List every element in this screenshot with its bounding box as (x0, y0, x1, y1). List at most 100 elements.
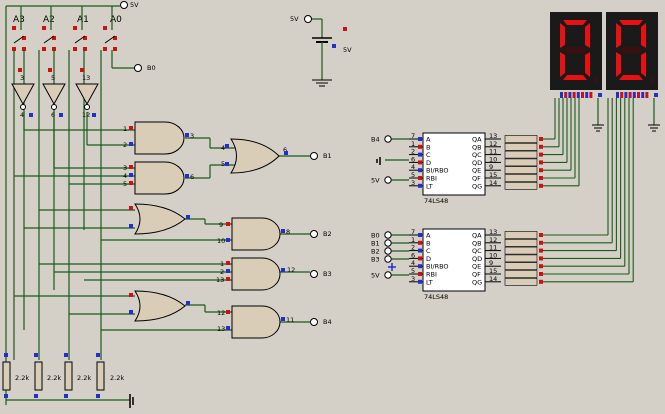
pin-name: QC (472, 151, 482, 159)
input-switch-a1[interactable]: A1 (73, 6, 89, 51)
power-terminal-label: 5V (130, 1, 139, 9)
inverter-2: 5 6 (42, 68, 66, 119)
b0-terminal[interactable] (134, 64, 142, 72)
resistor-4: 2.2k (96, 361, 124, 391)
pin-number: 5 (411, 171, 415, 179)
b1-label: B1 (323, 152, 332, 160)
svg-text:5: 5 (221, 160, 225, 168)
segment-resistor (504, 270, 538, 278)
terminal-label: B2 (371, 248, 380, 256)
svg-text:3: 3 (190, 132, 194, 140)
pin-name: BI/RBO (426, 167, 449, 175)
pin-name: QG (472, 182, 482, 190)
pin-name: QE (472, 167, 481, 175)
switch-label-a0: A0 (110, 15, 122, 25)
b2-terminal[interactable] (310, 230, 318, 238)
or-gate-1: 4 5 6 (221, 138, 288, 174)
inverter-1: 3 4 (11, 68, 35, 119)
battery: 5V 5V (290, 15, 352, 87)
pin-name: QB (472, 143, 482, 151)
svg-text:5: 5 (123, 180, 127, 188)
input-terminal[interactable]: B4 (371, 135, 409, 144)
svg-text:3: 3 (123, 164, 127, 172)
segment-resistor (504, 143, 538, 151)
segment-d (563, 75, 587, 80)
segment-resistor (504, 135, 538, 143)
pin-number: 4 (411, 163, 415, 171)
input-switch-a3[interactable]: A3 (12, 6, 26, 51)
pin-name: C (426, 247, 431, 255)
input-terminal[interactable]: B3 (371, 255, 409, 264)
pin-number: 7 (411, 228, 415, 236)
pin-number: 11 (489, 244, 497, 252)
segment-resistor (504, 166, 538, 174)
segment-a (563, 20, 587, 25)
segment-resistor (504, 239, 538, 247)
pin-number: 10 (489, 155, 497, 163)
segment-resistor (504, 262, 538, 271)
svg-text:6: 6 (283, 146, 287, 154)
pin-number: 3 (411, 179, 415, 187)
or-gate-3 (129, 290, 190, 322)
seven-segment-displays (550, 12, 660, 132)
pin-name: B (426, 143, 430, 151)
pin-name: QB (472, 239, 482, 247)
b2-label: B2 (323, 230, 332, 238)
input-terminal[interactable]: B1 (371, 239, 409, 248)
segment-f (616, 23, 621, 48)
b0-label: B0 (147, 64, 156, 72)
terminal-label: 5V (371, 177, 380, 185)
gate-wiring (14, 112, 310, 331)
input-switch-a0[interactable]: A0 (103, 6, 122, 51)
or-gate-2 (129, 203, 190, 235)
input-terminal[interactable]: B2 (371, 247, 409, 256)
segment-c (585, 52, 590, 77)
inverter-3: 13 12 (75, 68, 99, 119)
pin-name: A (426, 232, 431, 240)
b3-terminal[interactable] (310, 270, 318, 278)
pin-number: 13 (489, 228, 497, 236)
pin-number: 4 (411, 259, 415, 267)
and-gate-3: 9 10 8 (217, 217, 290, 251)
pin-number: 6 (411, 251, 415, 259)
svg-text:4: 4 (221, 144, 225, 152)
pin-number: 10 (489, 251, 497, 259)
pin-name: D (426, 255, 431, 263)
pin-name: QE (472, 263, 481, 271)
pin-name: QA (472, 136, 482, 144)
pin-name: A (426, 136, 431, 144)
svg-text:13: 13 (217, 325, 225, 333)
input-terminal[interactable]: 5V (371, 271, 409, 280)
power-terminal[interactable] (120, 1, 128, 9)
svg-text:1: 1 (123, 125, 127, 133)
svg-text:12: 12 (287, 266, 295, 274)
b3-label: B3 (323, 270, 332, 278)
input-terminal[interactable]: 5V (371, 176, 409, 185)
segment-c (641, 52, 646, 77)
pin-number: 15 (489, 171, 497, 179)
pin-number: 3 (411, 275, 415, 283)
svg-text:5V: 5V (343, 46, 352, 54)
seven-segment-left (550, 12, 604, 132)
segment-a (619, 20, 643, 25)
segment-e (560, 52, 565, 77)
b1-terminal[interactable] (310, 152, 318, 160)
input-terminal[interactable]: B0 (371, 231, 409, 240)
pulldown-resistors: 2.2k 2.2k 2.2k 2.2k (2, 353, 134, 408)
switch-label-a3: A3 (13, 15, 25, 25)
svg-text:9: 9 (219, 221, 223, 229)
segment-g (619, 47, 643, 53)
svg-text:2.2k: 2.2k (77, 374, 91, 382)
pin-number: 6 (411, 155, 415, 163)
pin-name: LT (426, 182, 433, 190)
terminal-label: B1 (371, 240, 380, 248)
segment-f (560, 23, 565, 48)
resistor-2: 2.2k (34, 361, 61, 391)
b4-terminal[interactable] (310, 318, 318, 326)
and-gate-4: 1 2 13 12 (216, 257, 295, 291)
pin-number: 11 (489, 148, 497, 156)
input-switch-a2[interactable]: A2 (42, 6, 56, 51)
